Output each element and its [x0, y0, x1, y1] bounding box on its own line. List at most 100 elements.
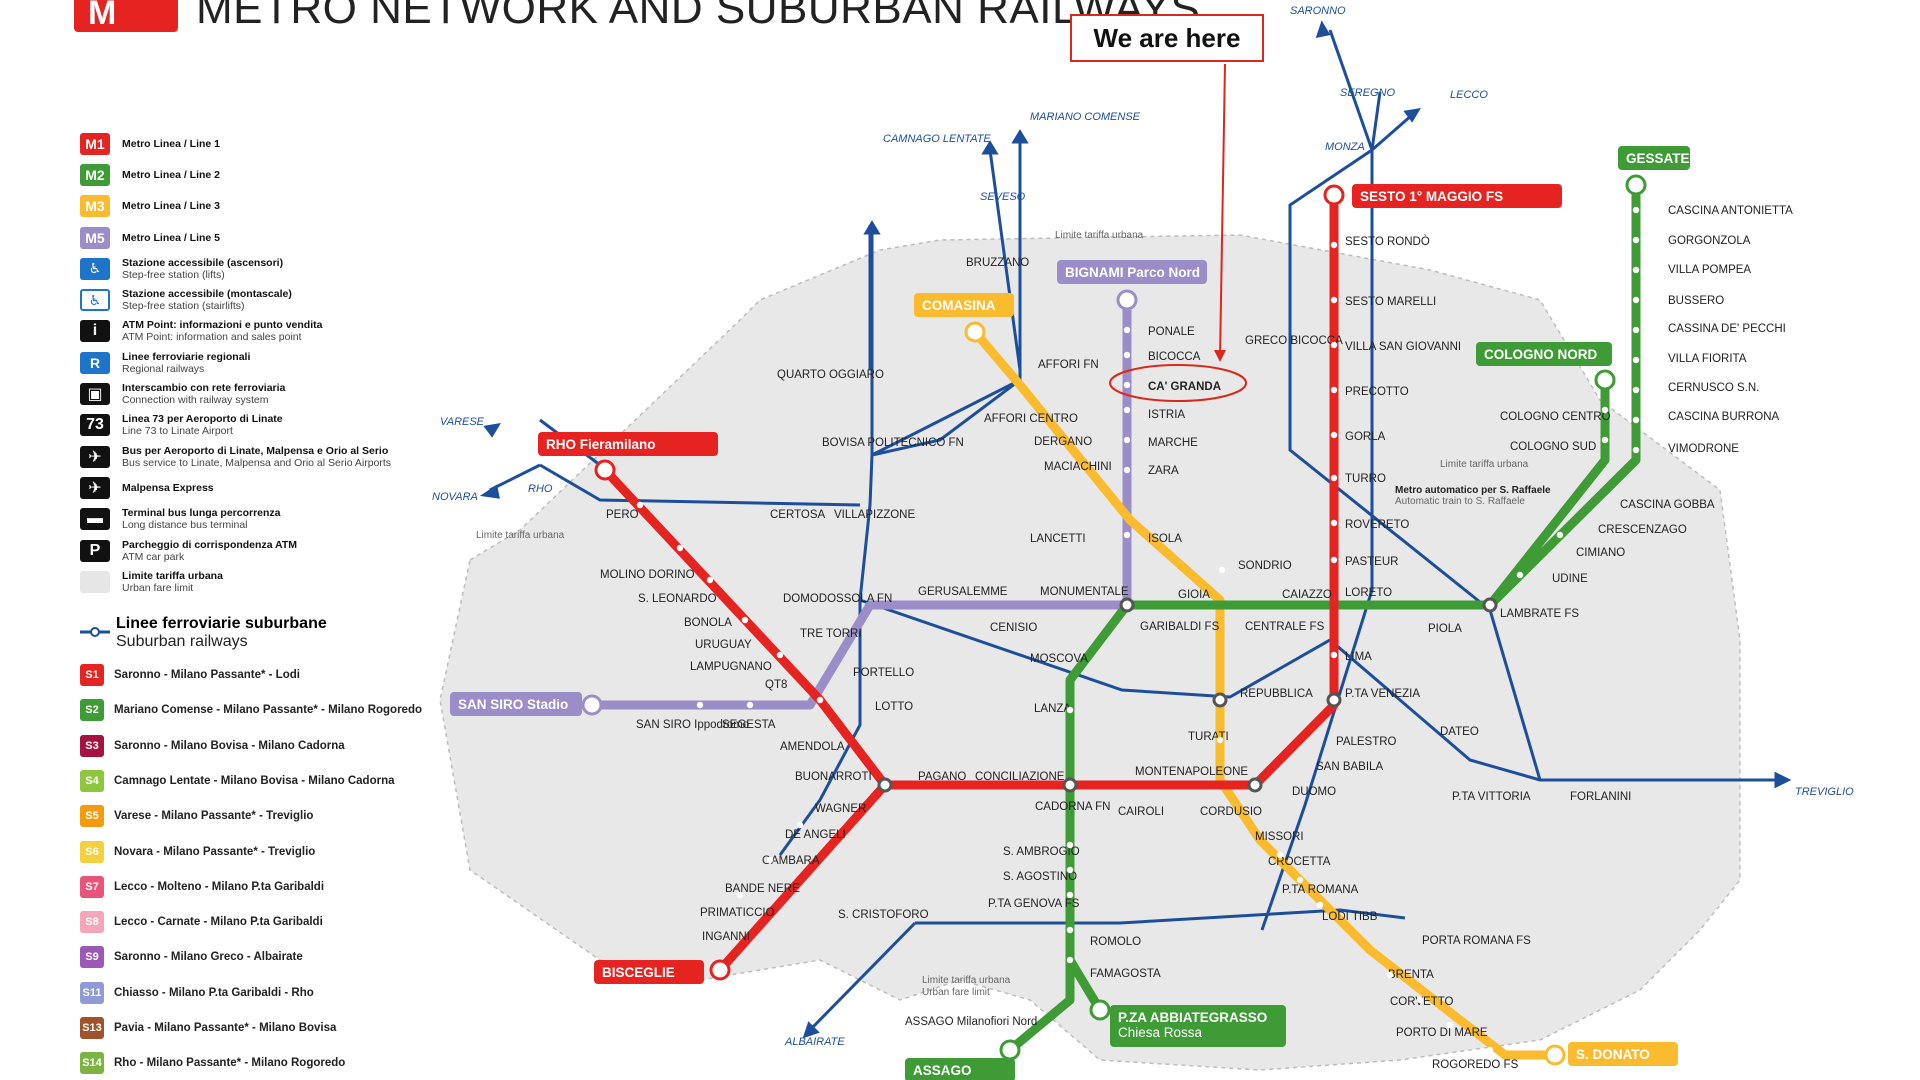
terminal-badge-gessate: GESSATE — [1618, 146, 1690, 170]
legend-item-text: Metro Linea / Line 3 — [122, 200, 220, 212]
terminal-name: SESTO 1° MAGGIO FS — [1360, 189, 1503, 204]
station-label: P.TA VITTORIA — [1452, 791, 1531, 803]
station-dot — [796, 821, 804, 829]
station-label: PERO — [606, 509, 639, 521]
station-dot — [1632, 356, 1640, 364]
legend-item: M2 Metro Linea / Line 2 — [80, 159, 410, 190]
terminal-badge-bg — [1110, 1005, 1286, 1047]
station-dot — [1066, 926, 1074, 934]
terminal-badge-bignami: BIGNAMI Parco Nord — [1057, 260, 1207, 284]
terminal-badge-bisceglie: BISCEGLIE — [594, 960, 704, 984]
legend-item-sublabel: Regional railways — [122, 362, 205, 375]
terminal-badge-bg — [538, 432, 718, 456]
rail-line-albairate — [808, 921, 917, 1032]
station-dot — [1330, 386, 1338, 394]
legend-item-label: Linee ferroviarie regionali — [122, 350, 251, 363]
station-label: CIMIANO — [1576, 547, 1625, 559]
station-label: LODI TIBB — [1322, 911, 1378, 923]
legend-symbol-icon: ▣ — [80, 383, 110, 406]
station-dot — [1316, 901, 1324, 909]
node-bignami — [1116, 289, 1138, 311]
station-dot — [1330, 651, 1338, 659]
legend-symbol-icon: i — [80, 320, 110, 343]
arrow-novara — [479, 484, 500, 499]
station-label: VILLA SAN GIOVANNI — [1345, 341, 1461, 353]
station-dot — [1066, 706, 1074, 714]
station-label: MISSORI — [1255, 831, 1304, 843]
rail-line-monza — [1260, 91, 1382, 931]
suburban-line-badge: S8 — [80, 911, 104, 934]
suburban-subtitle: Suburban railways — [116, 633, 248, 651]
legend-item-text: Metro Linea / Line 1 — [122, 138, 220, 150]
terminal-name: P.ZA ABBIATEGRASSO — [1118, 1010, 1267, 1025]
station-label: DE ANGELI — [785, 829, 846, 841]
station-label: PASTEUR — [1345, 556, 1398, 568]
legend-symbol-icon: ♿ — [80, 289, 110, 312]
legend-item-sublabel: Connection with railway system — [122, 394, 269, 407]
station-label: CENISIO — [990, 622, 1037, 634]
suburban-line-badge: S14 — [80, 1052, 104, 1075]
legend-item-text: Malpensa Express — [122, 482, 214, 494]
station-dot — [1416, 996, 1424, 1004]
m3-line — [970, 327, 1560, 1060]
destination-label: MONZA — [1325, 141, 1365, 153]
station-label: CASCINA GOBBA — [1620, 499, 1715, 511]
terminal-name: COMASINA — [922, 298, 996, 313]
station-label: S. LEONARDO — [638, 593, 717, 605]
legend-symbol-icon: M2 — [80, 163, 110, 186]
fare-limit-label-east: Limite tariffa urbana — [1440, 459, 1529, 470]
station-dot — [706, 576, 714, 584]
legend-item-sublabel: Line 73 to Linate Airport — [122, 425, 233, 438]
destination-label: TREVIGLIO — [1795, 786, 1854, 798]
legend-symbol-icon: ✈ — [80, 445, 110, 468]
node-assago — [999, 1039, 1021, 1061]
terminal-badge-bg — [1352, 184, 1562, 208]
station-dot — [1632, 266, 1640, 274]
station-label: LAMPUGNANO — [690, 661, 772, 673]
station-label: LAMBRATE FS — [1500, 608, 1579, 620]
legend-item-label: Stazione accessibile (ascensori) — [122, 256, 284, 269]
station-label: DUOMO — [1292, 786, 1336, 798]
station-label: SESTO RONDÒ — [1345, 235, 1430, 248]
node-sansiro — [581, 694, 603, 716]
station-dot — [1632, 326, 1640, 334]
station-dot — [746, 701, 754, 709]
station-label: PIOLA — [1428, 623, 1462, 635]
station-dot — [1556, 531, 1564, 539]
station-dot — [676, 544, 684, 552]
node-gessate — [1625, 174, 1647, 196]
station-label: ISOLA — [1148, 533, 1182, 545]
station-label: LORETO — [1345, 587, 1392, 599]
station-label: GORLA — [1345, 431, 1386, 443]
legend-item-text: Metro Linea / Line 2 — [122, 169, 220, 181]
station-label: BRUZZANO — [966, 257, 1029, 269]
station-label: QUARTO OGGIARO — [777, 369, 884, 381]
callout-arrowhead — [1214, 350, 1226, 362]
rail-line-ring-south — [915, 908, 1406, 925]
station-label: MONTENAPOLEONE — [1135, 766, 1248, 778]
station-label: VILLA POMPEA — [1668, 264, 1751, 276]
node-comasina — [964, 321, 986, 343]
arrow-mariano — [1011, 129, 1029, 144]
station-dot — [1601, 436, 1609, 444]
terminal-name: GESSATE — [1626, 151, 1690, 166]
legend-item-label: Malpensa Express — [122, 481, 214, 494]
legend-item-sublabel: Long distance bus terminal — [122, 519, 248, 532]
station-label: DERGANO — [1034, 436, 1092, 448]
legend-symbol-icon: ✈ — [80, 476, 110, 499]
station-label: QT8 — [765, 679, 787, 691]
station-label: AFFORI CENTRO — [984, 413, 1078, 425]
terminal-name: COLOGNO NORD — [1484, 347, 1597, 362]
station-label: CADORNA FN — [1035, 801, 1110, 813]
station-dot — [1066, 891, 1074, 899]
station-label: CASSINA DE' PECCHI — [1668, 323, 1786, 335]
